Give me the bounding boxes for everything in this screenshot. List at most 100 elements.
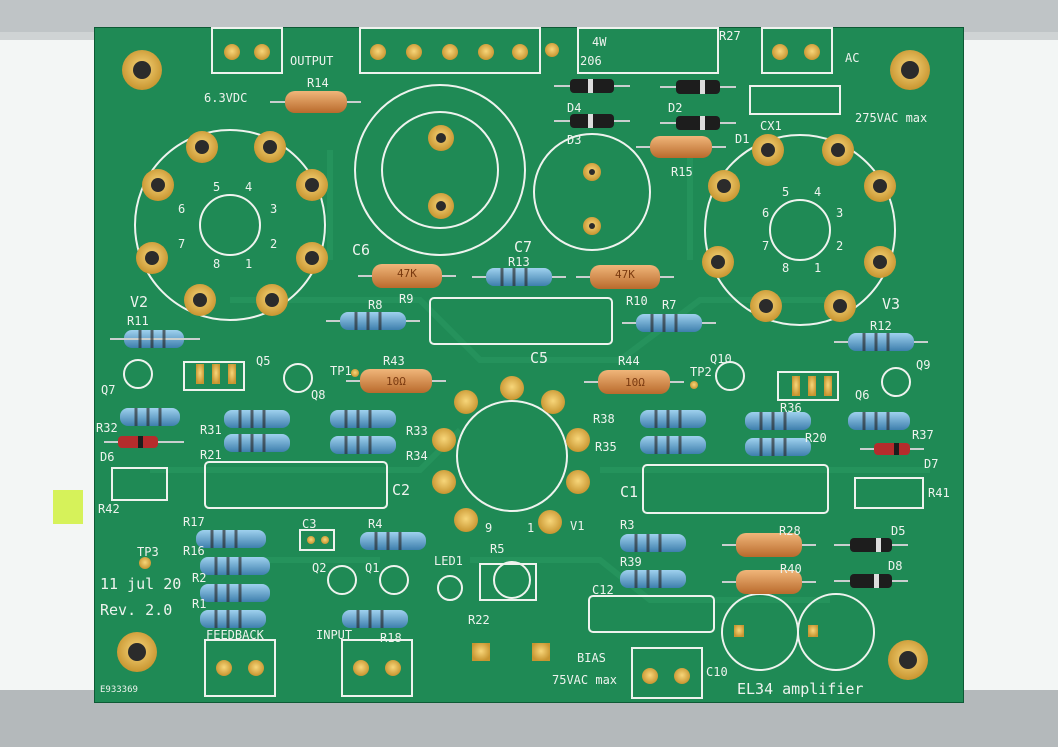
designator-r33: R33 [406,424,428,438]
designator-r22: R22 [468,613,490,627]
label-r27-box-value: 206 [580,54,602,68]
designator-r34: R34 [406,449,428,463]
pin-v2-4: 4 [245,180,253,194]
designator-r15: R15 [671,165,693,179]
designator-d6: D6 [100,450,115,464]
pin-v3-3: 3 [836,206,844,220]
label-6-3vdc: 6.3VDC [204,91,248,105]
designator-r31: R31 [200,423,222,437]
designator-r40: R40 [780,562,802,576]
label-75vac-max: 75VAC max [552,673,618,687]
pin-v2-1: 1 [245,257,253,271]
designator-r5: R5 [490,542,505,556]
designator-r16: R16 [183,544,205,558]
designator-cx1: CX1 [760,119,782,133]
designator-c6: C6 [352,241,371,259]
designator-r4: R4 [368,517,383,531]
pin-v2-5: 5 [213,180,221,194]
designator-r36: R36 [780,401,802,415]
pin-v1-9: 9 [485,521,493,535]
board-title: EL34 amplifier [737,680,864,698]
designator-c1: C1 [620,483,639,501]
label-r27-box-power: 4W [592,35,607,49]
designator-r18: R18 [380,631,402,645]
designator-r43: R43 [383,354,405,368]
pin-v2-7: 7 [178,237,186,251]
designator-tp2: TP2 [690,365,712,379]
pin-v2-3: 3 [270,202,278,216]
resistor-r9-code: 47K [397,267,417,280]
designator-c12: C12 [592,583,614,597]
designator-d1: D1 [735,132,750,146]
designator-d7: D7 [924,457,939,471]
designator-r38: R38 [593,412,615,426]
designator-d2: D2 [668,101,683,115]
designator-r2: R2 [192,571,207,585]
label-output: OUTPUT [290,54,334,68]
designator-r17: R17 [183,515,205,529]
designator-q5: Q5 [256,354,271,368]
designator-r13: R13 [508,255,530,269]
designator-q6: Q6 [855,388,870,402]
resistor-r10-code: 47K [615,268,635,281]
designator-q9: Q9 [916,358,931,372]
top-rail [0,0,1058,32]
label-input: INPUT [316,628,353,642]
resistor-r44-code: 10Ω [625,376,645,389]
designator-r20: R20 [805,431,827,445]
designator-d3: D3 [567,133,582,147]
designator-r44: R44 [618,354,640,368]
designator-v2: V2 [130,293,149,311]
designator-led1: LED1 [434,554,463,568]
designator-c5: C5 [530,349,549,367]
pin-v3-8: 8 [782,261,790,275]
pin-v2-6: 6 [178,202,186,216]
designator-v1: V1 [570,519,585,533]
designator-r28: R28 [779,524,801,538]
designator-tp1: TP1 [330,364,352,378]
board-serial: E933369 [100,685,138,695]
label-275vac-max: 275VAC max [855,111,928,125]
designator-r21: R21 [200,448,222,462]
pin-v3-6: 6 [762,206,770,220]
pin-v2-8: 8 [213,257,221,271]
designator-r27: R27 [719,29,741,43]
designator-c2: C2 [392,481,411,499]
designator-c10: C10 [706,665,728,679]
mounting-holes [117,50,930,680]
background-schematic-right [962,40,1058,690]
resistor-r43-code: 10Ω [386,375,406,388]
designator-d5: D5 [891,524,906,538]
pin-v3-5: 5 [782,185,790,199]
designator-r8: R8 [368,298,383,312]
pin-v1-1: 1 [527,521,535,535]
pin-v3-2: 2 [836,239,844,253]
label-feedback: FEEDBACK [206,628,264,642]
pin-v3-4: 4 [814,185,822,199]
pin-v2-2: 2 [270,237,278,251]
designator-r1: R1 [192,597,207,611]
pin-v3-1: 1 [814,261,822,275]
designator-r39: R39 [620,555,642,569]
board-revision: Rev. 2.0 [100,601,173,619]
designator-r3: R3 [620,518,635,532]
designator-r10: R10 [626,294,648,308]
background-schematic-left [0,40,95,690]
tan-resistors [285,91,802,594]
designator-r32: R32 [96,421,118,435]
designator-v3: V3 [882,295,901,313]
designator-r9: R9 [399,292,414,306]
pin-v3-7: 7 [762,239,770,253]
designator-c7: C7 [514,238,533,256]
designator-q8: Q8 [311,388,326,402]
designator-r35: R35 [595,440,617,454]
designator-r42: R42 [98,502,120,516]
designator-q7: Q7 [101,383,116,397]
designator-r12: R12 [870,319,892,333]
designator-r11: R11 [127,314,149,328]
tube-socket-v3 [702,134,896,326]
designator-r37: R37 [912,428,934,442]
diodes [118,79,910,588]
designator-q1: Q1 [365,561,380,575]
